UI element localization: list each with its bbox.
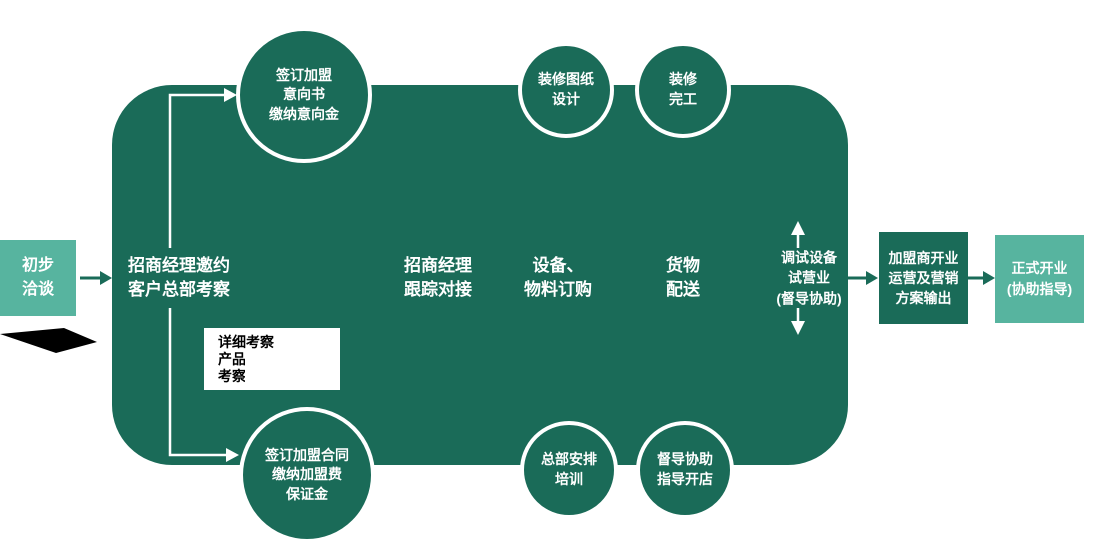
- text-line: 设计: [552, 91, 580, 107]
- franchise-output-box: 加盟商开业 运营及营销 方案输出: [879, 232, 968, 324]
- step-goods-delivery: 货物 配送: [666, 254, 700, 302]
- text-line: 方案输出: [895, 290, 952, 307]
- circle-renovation-design: 装修图纸 设计: [518, 42, 614, 138]
- official-opening-box: 正式开业 (协助指导): [995, 235, 1084, 323]
- text-line: 招商经理: [404, 256, 472, 276]
- text-line: 缴纳加盟费: [272, 466, 342, 483]
- text-line: 调试设备: [780, 249, 837, 266]
- text-line: 督导协助: [657, 451, 713, 468]
- text-line: 签订加盟合同: [265, 446, 349, 463]
- erased-patch: [204, 328, 340, 390]
- text-line: 跟踪对接: [404, 280, 472, 299]
- step-equipment-ordering: 设备、 物料订购: [524, 254, 592, 302]
- arrow-down-to-contract-circle: [168, 308, 239, 462]
- text-line: 客户总部考察: [128, 280, 230, 299]
- text-line: 培训: [555, 471, 583, 487]
- step-invite-inspection: 招商经理邀约 客户总部考察: [128, 254, 230, 302]
- circle-hq-training: 总部安排 培训: [520, 421, 618, 519]
- text-line: 保证金: [286, 485, 328, 502]
- arrow-up-to-intent-circle: [168, 88, 237, 248]
- text-line: (协助指导): [1006, 281, 1073, 297]
- artifact-text-line: 详细考察: [218, 334, 274, 350]
- circle-franchise-contract: 签订加盟合同 缴纳加盟费 保证金: [239, 407, 375, 543]
- text-line: 总部安排: [541, 451, 597, 468]
- text-line: 完工: [669, 91, 697, 107]
- artifact-text: 详细考察 产品 考察: [218, 334, 336, 385]
- text-line: 配送: [666, 280, 700, 299]
- text-line: 缴纳意向金: [269, 105, 339, 122]
- text-line: 初步: [21, 257, 54, 274]
- text-line: 装修: [669, 71, 697, 88]
- text-line: 洽谈: [21, 281, 54, 298]
- step-follow-up: 招商经理 跟踪对接: [404, 254, 472, 302]
- double-arrow-trial-run: [791, 221, 805, 335]
- artifact-text-line: 产品: [218, 351, 245, 367]
- black-artifact-shape: [0, 328, 97, 353]
- arrow-start-to-main: [80, 271, 112, 285]
- text-line: 签订加盟: [276, 66, 332, 83]
- text-line: 招商经理邀约: [128, 256, 230, 276]
- circle-supervisor-opening: 督导协助 指导开店: [636, 421, 734, 519]
- circle-intent-letter: 签订加盟 意向书 缴纳意向金: [236, 27, 372, 163]
- start-box: 初步 洽谈: [0, 240, 76, 316]
- text-line: 物料订购: [524, 280, 592, 299]
- step-trial-run: 调试设备 试营业 (督导协助): [776, 248, 841, 309]
- text-line: (督导协助): [776, 290, 842, 307]
- text-line: 加盟商开业: [888, 249, 959, 266]
- text-line: 指导开店: [657, 471, 713, 487]
- artifact-text-line: 考察: [218, 368, 245, 384]
- text-line: 装修图纸: [538, 71, 594, 88]
- circle-renovation-complete: 装修 完工: [635, 42, 731, 138]
- text-line: 货物: [666, 256, 700, 276]
- text-line: 运营及营销: [888, 269, 959, 286]
- text-line: 试营业: [787, 269, 830, 286]
- text-line: 设备、: [532, 256, 584, 276]
- text-line: 意向书: [283, 86, 325, 103]
- text-line: 正式开业: [1011, 260, 1068, 276]
- arrow-main-to-franchise: [848, 271, 878, 285]
- arrow-franchise-to-opening: [968, 271, 995, 285]
- main-process-rect: [112, 85, 848, 465]
